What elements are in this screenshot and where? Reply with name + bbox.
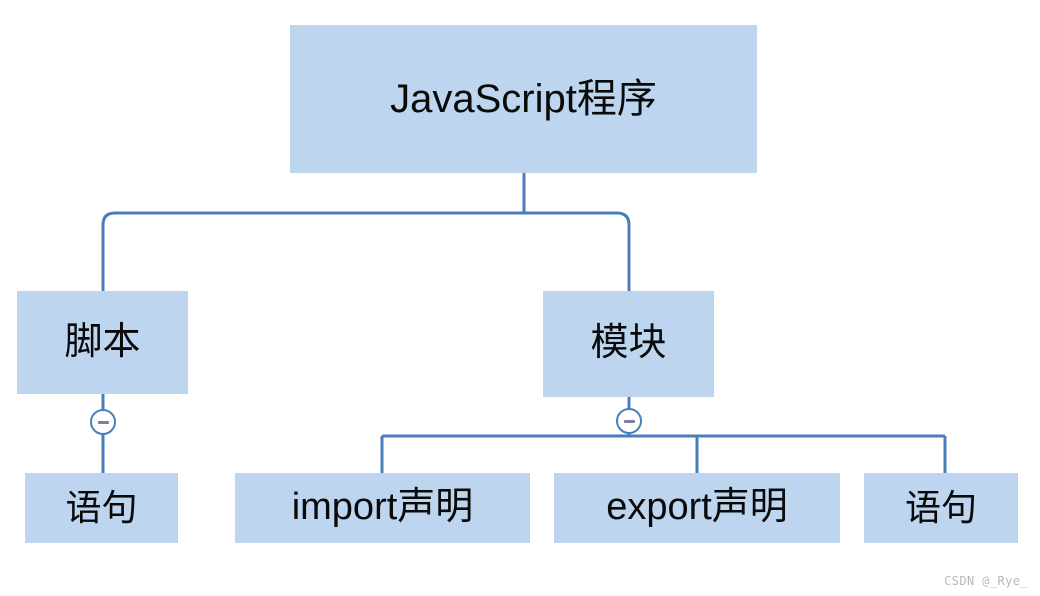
node-script-label: 脚本 xyxy=(64,320,141,363)
minus-glyph xyxy=(97,420,109,424)
edge-root-to-script xyxy=(101,211,524,291)
node-module[interactable]: 模块 xyxy=(543,291,714,397)
node-module-statement[interactable]: 语句 xyxy=(864,473,1018,543)
minus-circle-icon-script[interactable] xyxy=(90,409,116,435)
watermark-text: CSDN @_Rye_ xyxy=(944,574,1028,588)
node-import-declaration[interactable]: import声明 xyxy=(235,473,530,543)
node-import-declaration-label: import声明 xyxy=(291,486,474,529)
edge-root-to-module xyxy=(524,211,631,291)
node-export-declaration-label: export声明 xyxy=(606,486,788,529)
minus-glyph xyxy=(623,419,635,423)
node-script[interactable]: 脚本 xyxy=(17,291,188,394)
node-module-label: 模块 xyxy=(590,322,667,365)
node-root-label: JavaScript程序 xyxy=(390,77,657,121)
node-module-statement-label: 语句 xyxy=(904,487,977,529)
minus-circle-icon-module[interactable] xyxy=(616,408,642,434)
node-script-statement[interactable]: 语句 xyxy=(25,473,178,543)
node-export-declaration[interactable]: export声明 xyxy=(554,473,840,543)
node-script-statement-label: 语句 xyxy=(65,487,138,529)
node-root[interactable]: JavaScript程序 xyxy=(290,25,757,173)
